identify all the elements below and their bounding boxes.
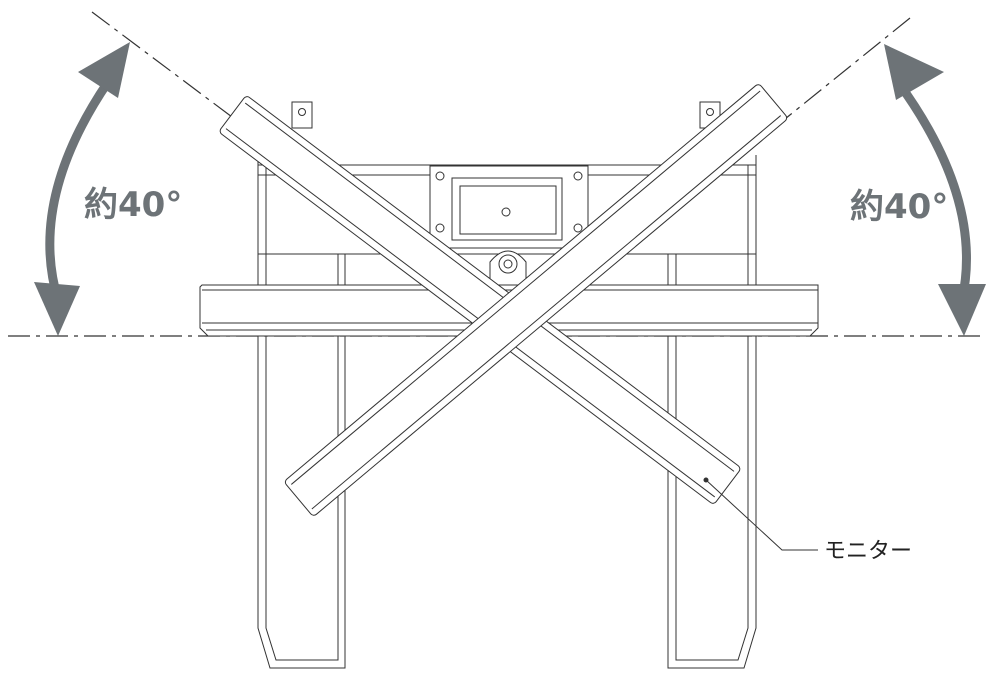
mount-center-hole bbox=[501, 207, 511, 217]
right-arrow-head-top bbox=[884, 44, 944, 100]
monitor-tilt-a bbox=[219, 96, 741, 504]
mount-bracket bbox=[291, 101, 721, 287]
mount-screw-br bbox=[573, 223, 583, 233]
mount-screw-bl bbox=[435, 223, 445, 233]
monitor-tilt-a-line-2 bbox=[225, 128, 716, 498]
left-arrow-arc bbox=[45, 79, 112, 302]
left-leg-outline bbox=[257, 155, 346, 669]
monitor-leader-line bbox=[705, 479, 818, 551]
right-arrow-arc bbox=[894, 79, 971, 301]
monitor-tilt-a-outline bbox=[219, 96, 741, 504]
monitor-tilt-b-outline bbox=[284, 84, 788, 516]
monitor-tilt-a-line-1 bbox=[244, 102, 735, 472]
left-top-clip-screw bbox=[298, 108, 306, 116]
monitor-tilt-b-line-1 bbox=[290, 90, 761, 485]
right-angle-label: 約40° bbox=[850, 187, 948, 227]
mount-screw-tl bbox=[435, 171, 445, 181]
left-angle-label: 約40° bbox=[84, 185, 182, 225]
right-angle-arrow bbox=[894, 79, 971, 301]
left-arrow-head-bottom bbox=[34, 282, 80, 336]
right-leg-outline bbox=[667, 155, 757, 669]
left-tilt-reference-line bbox=[91, 11, 241, 124]
monitor-tilt-b-line-2 bbox=[311, 115, 782, 510]
right-arrow-head-bottom bbox=[938, 284, 986, 336]
right-top-clip-screw bbox=[706, 108, 714, 116]
left-leg-inner bbox=[265, 165, 339, 661]
hinge-pivot-core bbox=[503, 259, 513, 269]
monitor-leader-dot bbox=[703, 477, 709, 483]
left-angle-arrow bbox=[45, 79, 112, 302]
right-tilt-reference-line bbox=[779, 17, 911, 124]
mount-screw-tr bbox=[573, 171, 583, 181]
monitor-tilt-b bbox=[284, 84, 788, 516]
monitor-callout bbox=[703, 477, 818, 551]
right-leg-inner bbox=[675, 165, 749, 661]
monitor-label: モニター bbox=[824, 539, 912, 564]
left-arrow-head-top bbox=[78, 42, 130, 98]
